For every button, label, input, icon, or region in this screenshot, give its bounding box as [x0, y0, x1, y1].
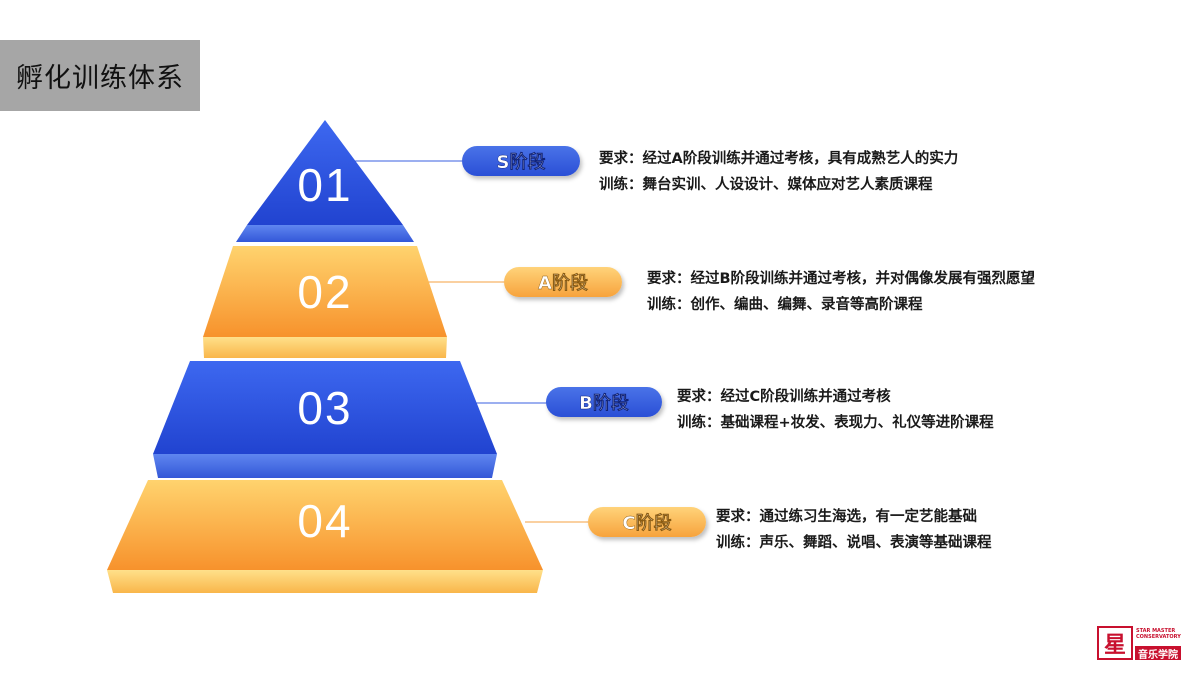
level-number-3: 03	[297, 382, 353, 434]
stage-label-c: C阶段	[588, 507, 706, 537]
level-2-training: 训练：创作、编曲、编舞、录音等高阶课程	[647, 297, 923, 313]
logo-mark: 星	[1097, 626, 1133, 660]
brand-logo: 星 STAR MASTER CONSERVATORY 音乐学院	[1097, 626, 1183, 662]
page-title: 孵化训练体系	[0, 40, 200, 111]
level-3-requirement: 要求：经过C阶段训练并通过考核	[677, 389, 891, 405]
level-1-requirement: 要求：经过A阶段训练并通过考核，具有成熟艺人的实力	[599, 151, 959, 167]
level-4-description: 要求：通过练习生海选，有一定艺能基础 训练：声乐、舞蹈、说唱、表演等基础课程	[716, 504, 992, 556]
level-number-1: 01	[297, 159, 353, 211]
level-2-requirement: 要求：经过B阶段训练并通过考核，并对偶像发展有强烈愿望	[647, 271, 1036, 287]
logo-chinese-text: 音乐学院	[1135, 646, 1181, 661]
pyramid-level-1	[247, 120, 403, 225]
level-2-description: 要求：经过B阶段训练并通过考核，并对偶像发展有强烈愿望 训练：创作、编曲、编舞、…	[647, 266, 1035, 318]
stage-label-s: S阶段	[462, 146, 580, 176]
level-3-training: 训练：基础课程+妆发、表现力、礼仪等进阶课程	[677, 415, 994, 431]
level-3-description: 要求：经过C阶段训练并通过考核 训练：基础课程+妆发、表现力、礼仪等进阶课程	[677, 384, 994, 436]
stage-label-b: B阶段	[546, 387, 662, 417]
level-4-requirement: 要求：通过练习生海选，有一定艺能基础	[716, 509, 977, 525]
level-number-2: 02	[297, 266, 353, 318]
logo-english-text: STAR MASTER CONSERVATORY	[1136, 628, 1181, 640]
pyramid-level-4-base	[107, 570, 543, 593]
level-1-training: 训练：舞台实训、人设设计、媒体应对艺人素质课程	[599, 177, 933, 193]
level-4-training: 训练：声乐、舞蹈、说唱、表演等基础课程	[716, 535, 992, 551]
pyramid-level-3	[153, 361, 497, 454]
pyramid-level-1-base	[236, 225, 414, 242]
pyramid-level-4	[107, 480, 543, 570]
pyramid-level-3-base	[153, 454, 497, 478]
stage-label-a: A阶段	[504, 267, 622, 297]
pyramid-level-2	[203, 246, 447, 337]
level-1-description: 要求：经过A阶段训练并通过考核，具有成熟艺人的实力 训练：舞台实训、人设设计、媒…	[599, 146, 958, 198]
level-number-4: 04	[297, 495, 353, 547]
pyramid-level-2-base	[203, 337, 447, 358]
